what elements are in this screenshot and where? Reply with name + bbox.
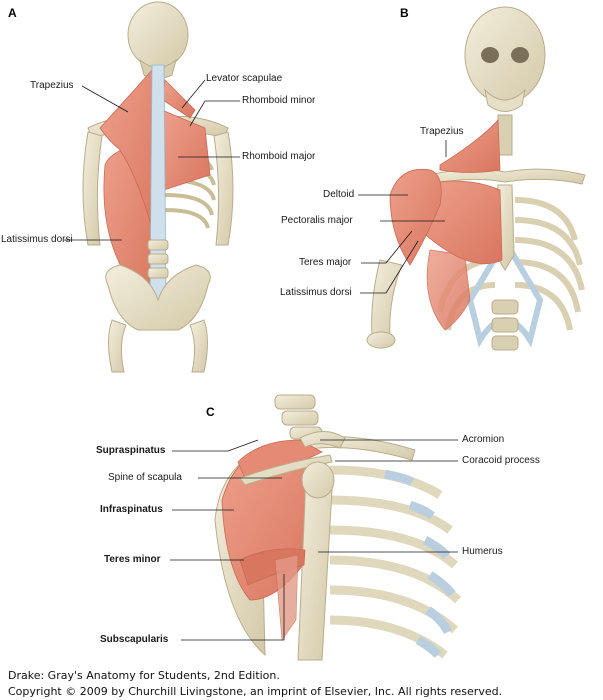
label-c-teres-minor: Teres minor (104, 554, 161, 565)
label-b-teres-major: Teres major (299, 257, 352, 268)
panel-c-illustration (214, 394, 462, 661)
leader-lines (64, 79, 458, 641)
label-c-humerus: Humerus (462, 546, 503, 557)
label-b-pectoralis-major: Pectoralis major (281, 215, 353, 226)
label-b-deltoid: Deltoid (323, 189, 355, 200)
panel-a-letter: A (8, 6, 17, 20)
label-b-trapezius: Trapezius (420, 126, 464, 137)
credit-line-2: Copyright © 2009 by Churchill Livingston… (8, 685, 503, 698)
label-c-infraspinatus: Infraspinatus (100, 504, 163, 515)
label-a-levator-scapulae: Levator scapulae (206, 73, 283, 84)
panel-c-letter: C (206, 405, 215, 419)
label-c-acromion: Acromion (462, 434, 505, 445)
label-c-supraspinatus: Supraspinatus (96, 445, 166, 456)
label-a-latissimus-dorsi: Latissimus dorsi (1, 234, 73, 245)
label-b-latissimus-dorsi: Latissimus dorsi (280, 287, 352, 298)
panel-a-illustration (82, 1, 234, 373)
label-c-subscapularis: Subscapularis (100, 634, 169, 645)
label-a-rhomboid-minor: Rhomboid minor (242, 95, 316, 106)
credit-line-1: Drake: Gray's Anatomy for Students, 2nd … (8, 669, 280, 682)
label-c-coracoid-process: Coracoid process (462, 455, 540, 466)
label-c-spine-of-scapula: Spine of scapula (108, 472, 182, 483)
panel-b-illustration (366, 6, 586, 351)
panel-b-letter: B (400, 6, 409, 20)
label-a-rhomboid-major: Rhomboid major (242, 151, 316, 162)
label-a-trapezius: Trapezius (30, 80, 74, 91)
